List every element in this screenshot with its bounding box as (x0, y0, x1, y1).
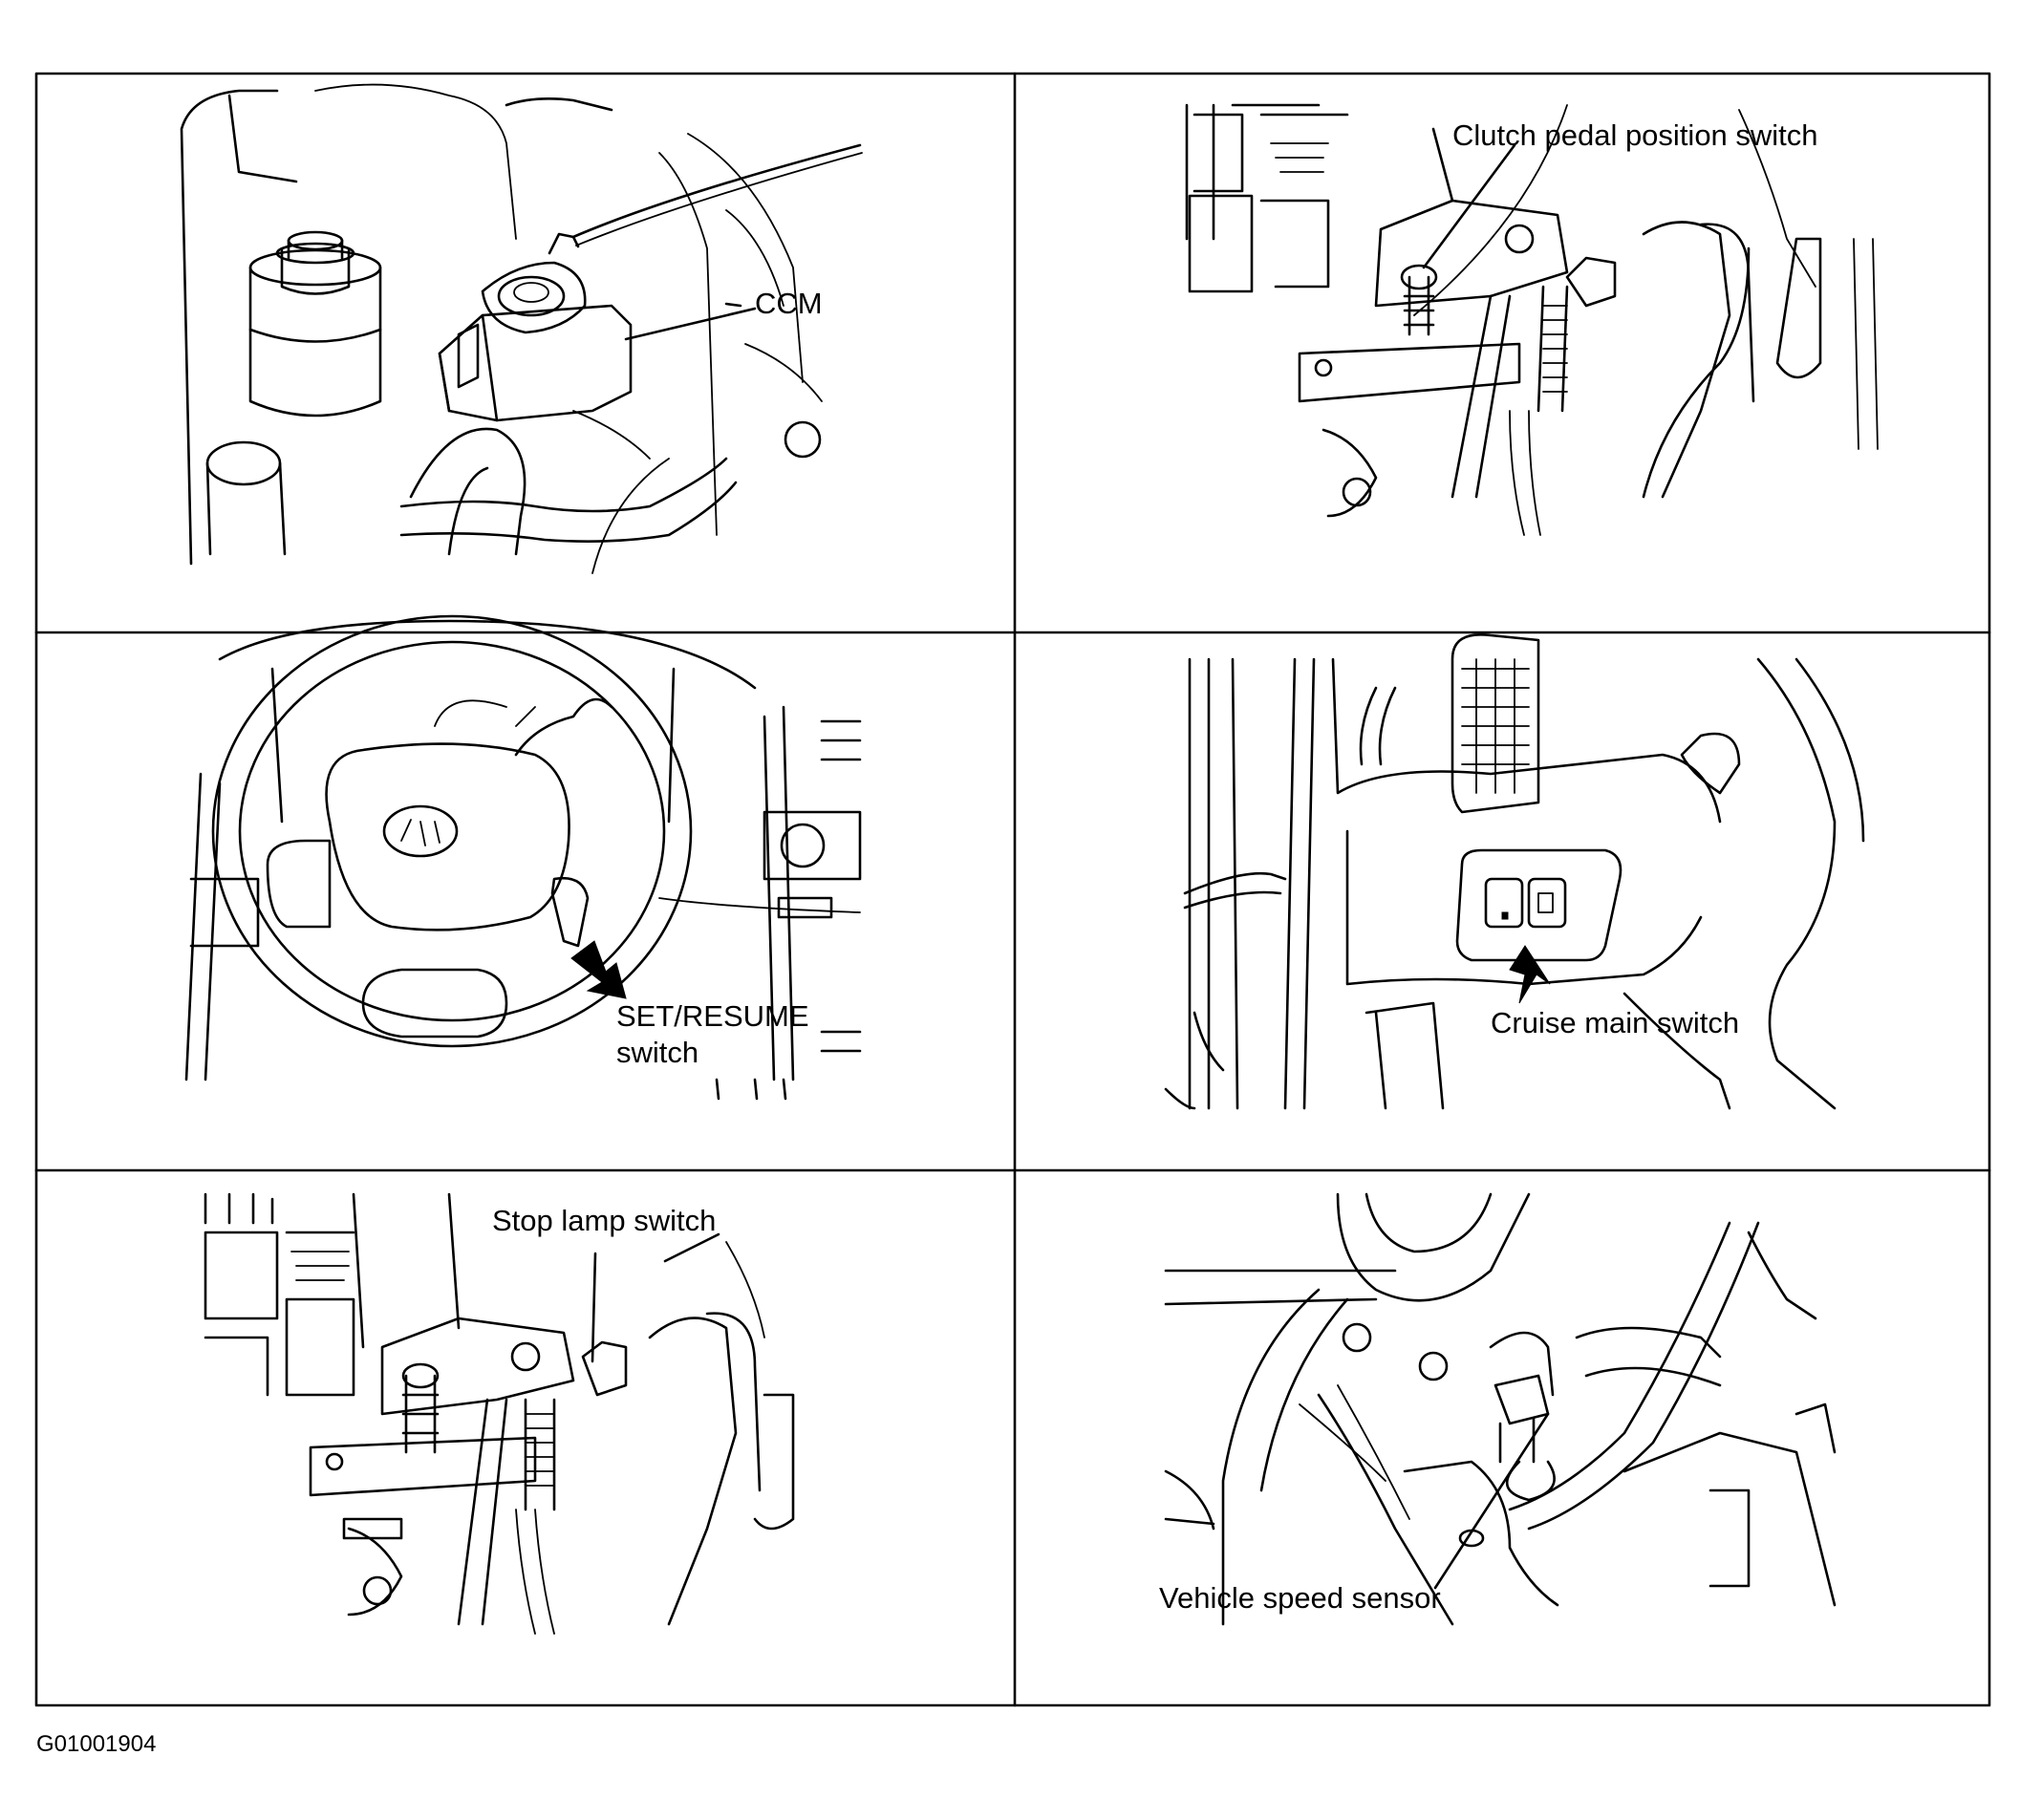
leader-lines (591, 143, 1550, 1590)
clutch-pedal-position-switch-label: Clutch pedal position switch (1452, 118, 1818, 152)
set-resume-switch-label-line2: switch (616, 1036, 699, 1069)
dashboard-illustration (1164, 632, 1865, 1110)
ccm-label: CCM (755, 287, 823, 320)
cruise-main-switch-label: Cruise main switch (1491, 1006, 1740, 1039)
figure-code: G01001904 (36, 1731, 157, 1757)
steering-wheel-illustration (184, 614, 862, 1101)
stop-lamp-illustration (204, 1192, 795, 1635)
stop-lamp-switch-label: Stop lamp switch (492, 1204, 717, 1237)
set-resume-switch-label-line1: SET/RESUME (616, 999, 809, 1033)
vehicle-speed-sensor-label: Vehicle speed sensor (1159, 1581, 1441, 1615)
clutch-switch-illustration (1185, 103, 1879, 536)
speed-sensor-illustration (1164, 1192, 1837, 1626)
ccm-illustration (180, 83, 863, 574)
